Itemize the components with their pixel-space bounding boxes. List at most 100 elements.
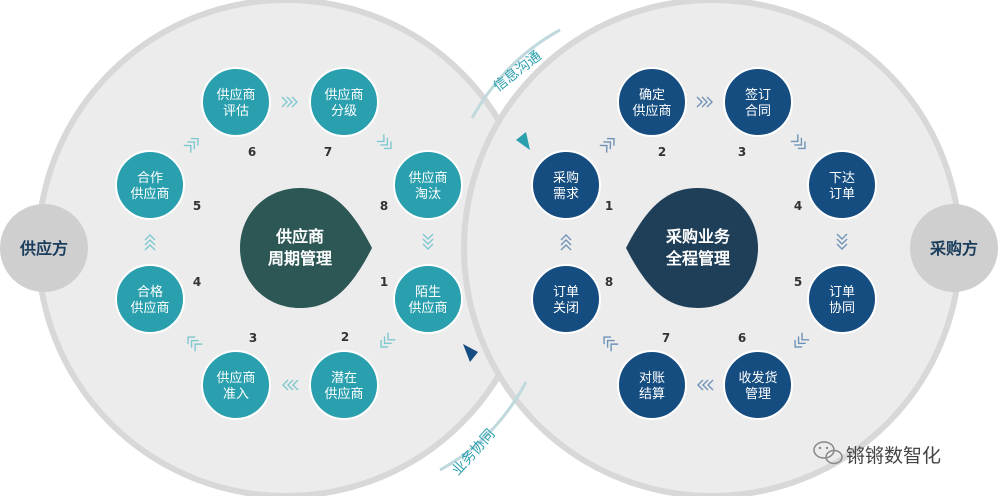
left-node-label: 供应商 [216,87,255,103]
left-node-circle [309,67,379,137]
right-node-circle [807,150,877,220]
right-node-circle [723,67,793,137]
right-node-label: 确定 [639,88,665,103]
bottom-ribbon-label: 业务协同 [449,426,498,478]
left-node-label: 分级 [331,104,357,119]
right-node-label: 管理 [745,387,771,402]
left-node-number: 4 [193,275,201,289]
right-node-label: 订单 [829,187,855,202]
right-side-label: 采购方 [929,239,978,258]
right-node-circle [807,264,877,334]
top-flow-arrow-icon [516,132,530,150]
right-node-label: 收发货 [738,370,777,386]
left-title-line-1: 供应商 [275,227,324,246]
right-title-group: 采购业务 全程管理 [626,188,758,308]
right-node-circle [723,350,793,420]
left-title-group: 供应商 周期管理 [240,188,372,308]
left-node-label: 供应商 [130,300,169,316]
right-chevron-icon [794,332,810,348]
left-node-circle [393,150,463,220]
right-side-circle [910,204,998,292]
right-node-circle [617,67,687,137]
right-node-circle [617,350,687,420]
left-side-group: 供应方 [0,204,88,292]
right-node-number: 7 [662,331,670,345]
left-chevron-icon [281,96,298,108]
left-node-number: 1 [380,275,388,289]
left-chevron-icon [183,137,199,153]
left-side-circle [0,204,88,292]
left-node-number: 2 [341,330,349,344]
left-chevron-icon [144,234,156,251]
left-chevron-icon [380,332,396,348]
right-node-number: 3 [738,145,746,159]
left-node-circle [393,264,463,334]
left-node-label: 陌生 [415,285,441,300]
left-node-label: 供应商 [324,87,363,103]
top-flow-line [470,28,561,119]
right-node-number: 1 [605,199,613,213]
right-node-label: 对账 [639,371,665,386]
right-chevron-icon [560,234,572,251]
right-node-label: 下达 [829,171,855,186]
chevron-arrows [144,96,848,391]
right-node-number: 6 [738,331,746,345]
right-node-label: 合同 [745,104,771,119]
left-node-label: 淘汰 [415,187,441,202]
right-chevron-icon [603,336,619,352]
left-node-label: 合作 [137,171,163,186]
right-chevron-icon [599,137,615,153]
left-chevron-icon [282,379,299,391]
left-node-number: 5 [193,199,201,213]
left-node-label: 供应商 [216,370,255,386]
left-node-number: 8 [380,199,388,213]
left-cycle-nodes: 陌生供应商1潜在供应商2供应商准入3合格供应商4合作供应商5供应商评估6供应商分… [115,67,463,420]
right-title-line-2: 全程管理 [665,249,730,268]
left-node-label: 供应商 [408,170,447,186]
right-node-label: 签订 [745,87,771,103]
left-node-label: 准入 [223,387,249,402]
left-chevron-icon [422,233,434,250]
left-node-number: 6 [248,145,256,159]
left-side-label: 供应方 [19,239,68,258]
right-node-circle [531,150,601,220]
left-node-number: 3 [249,331,257,345]
left-node-label: 潜在 [331,371,357,386]
right-node-label: 需求 [553,187,579,202]
right-chevron-icon [790,134,806,150]
bottom-flow-arrow-icon [463,344,478,362]
right-node-number: 5 [794,275,802,289]
right-node-label: 结算 [639,387,665,402]
right-node-circle [531,264,601,334]
right-title-line-1: 采购业务 [665,227,731,246]
watermark: 锵锵数智化 [813,441,941,467]
right-node-label: 关闭 [553,301,579,316]
left-node-circle [201,350,271,420]
bottom-flow-line [439,381,528,472]
left-node-label: 合格 [137,284,163,300]
right-side-group: 采购方 [910,204,998,292]
right-node-number: 2 [658,145,666,159]
left-node-circle [309,350,379,420]
right-cycle-nodes: 采购需求1确定供应商2签订合同3下达订单4订单协同5收发货管理6对账结算7订单关… [531,67,877,420]
left-node-label: 供应商 [130,186,169,202]
left-title-drop [240,188,372,308]
right-chevron-icon [836,233,848,250]
left-node-label: 供应商 [324,386,363,402]
wechat-icon [813,441,843,465]
right-chevron-icon [696,96,713,108]
